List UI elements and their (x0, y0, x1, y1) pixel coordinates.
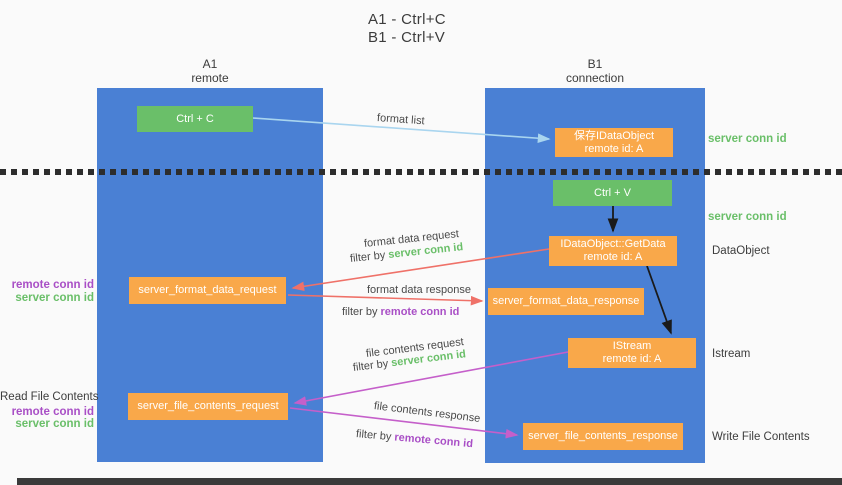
annotation-remote-conn-id-2: remote conn id (11, 405, 94, 418)
getdata-line2: remote id: A (583, 251, 643, 263)
lane-b1-subtitle: connection (565, 71, 625, 85)
istream-line2: remote id: A (602, 353, 662, 365)
server-format-data-response-label: server_format_data_response (492, 295, 640, 307)
node-save-idataobject: 保存IDataObject remote id: A (555, 128, 673, 157)
node-server-format-data-response: server_format_data_response (488, 288, 644, 315)
title-line-2: B1 - Ctrl+V (368, 29, 446, 46)
annotation-read-file-contents: Read File Contents (0, 391, 99, 403)
istream-line1: IStream (612, 340, 652, 352)
arrow-format-list (252, 117, 551, 143)
annotation-block-file-request: Read File Contents remote conn id server… (0, 391, 99, 431)
label-filter-by-remote-conn-id-1: filter by remote conn id (342, 306, 459, 318)
annotation-write-file-contents: Write File Contents (712, 431, 810, 443)
lane-a1-subtitle: remote (191, 71, 229, 85)
server-file-contents-response-label: server_file_contents_response (528, 430, 678, 442)
filter-by-text: filter by (342, 306, 381, 318)
server-file-contents-request-label: server_file_contents_request (137, 400, 279, 412)
lane-b1-title: B1 (587, 57, 603, 71)
node-ctrl-v: Ctrl + V (553, 180, 672, 206)
node-istream: IStream remote id: A (568, 338, 696, 368)
getdata-line1: IDataObject::GetData (560, 238, 666, 250)
node-idataobject-getdata: IDataObject::GetData remote id: A (549, 236, 677, 266)
annotation-server-conn-id-2: server conn id (15, 418, 94, 430)
bottom-window-edge (17, 478, 842, 485)
save-idataobject-line1: 保存IDataObject (573, 129, 655, 142)
node-server-file-contents-request: server_file_contents_request (128, 393, 288, 420)
annotation-block-format-request: remote conn id server conn id (0, 279, 94, 304)
annotation-server-conn-id-1: server conn id (15, 291, 94, 304)
ctrl-c-label: Ctrl + C (176, 112, 214, 125)
arrow-file-contents-request (293, 351, 569, 406)
ctrl-v-label: Ctrl + V (594, 186, 631, 199)
remote-conn-id-text: remote conn id (380, 306, 460, 318)
arrow-format-data-response (287, 294, 484, 306)
annotation-dataobject: DataObject (712, 245, 770, 257)
annotation-server-conn-id-ctrlv: server conn id (708, 211, 787, 223)
save-idataobject-line2: remote id: A (584, 142, 644, 155)
annotation-remote-conn-id-1: remote conn id (11, 279, 94, 291)
label-format-data-response: format data response (367, 284, 471, 296)
annotation-server-conn-id-top: server conn id (708, 133, 787, 145)
lane-a1-title: A1 (202, 57, 218, 71)
diagram-title: A1 - Ctrl+C B1 - Ctrl+V (368, 11, 446, 47)
arrow-getdata-to-istream (646, 265, 672, 335)
annotation-istream: Istream (712, 348, 751, 360)
arrow-format-data-request (291, 248, 550, 292)
title-line-1: A1 - Ctrl+C (368, 11, 446, 28)
node-ctrl-c: Ctrl + C (137, 106, 253, 132)
arrow-file-contents-response (289, 407, 519, 439)
server-format-data-request-label: server_format_data_request (138, 284, 277, 296)
node-server-file-contents-response: server_file_contents_response (523, 423, 683, 450)
lane-header-a1: A1 remote (160, 57, 260, 85)
lane-header-b1: B1 connection (545, 57, 645, 85)
node-server-format-data-request: server_format_data_request (129, 277, 286, 304)
